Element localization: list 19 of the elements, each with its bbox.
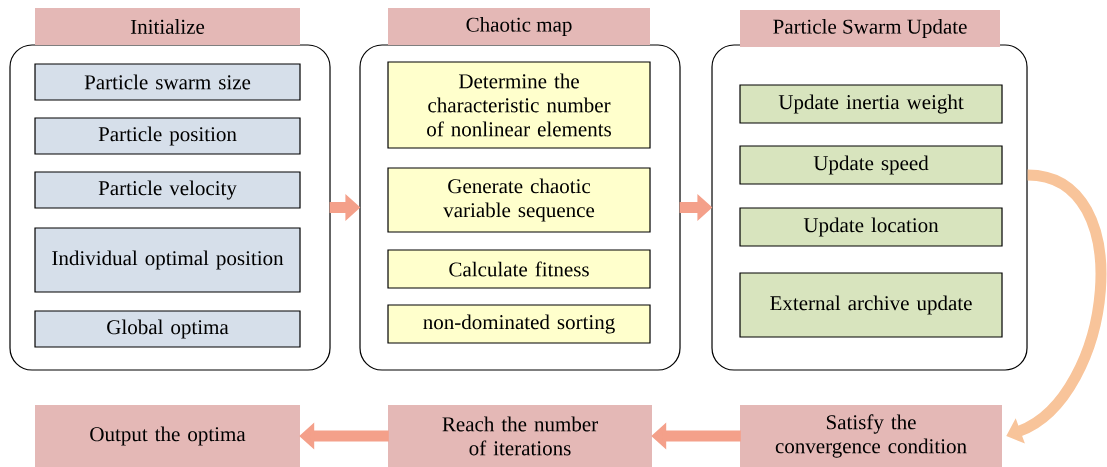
heading-band: Particle Swarm Update — [740, 10, 1000, 47]
update-box: Update inertia weight — [739, 84, 1003, 124]
update-box: Update speed — [739, 145, 1003, 185]
parameter-box: Particle position — [34, 117, 301, 155]
parameter-box: Particle swarm size — [34, 63, 301, 101]
process-box: Reach the number of iterations — [388, 405, 652, 467]
process-box: Satisfy the convergence condition — [740, 405, 1002, 467]
heading-band: Chaotic map — [388, 8, 650, 45]
step-box: Calculate fitness — [387, 249, 651, 289]
step-box: non-dominated sorting — [387, 304, 651, 344]
parameter-box: Individual optimal position — [34, 227, 301, 293]
step-box: Determine the characteristic number of nonlinear elements — [387, 61, 651, 149]
update-box: External archive update — [739, 272, 1003, 338]
update-box: Update location — [739, 207, 1003, 247]
parameter-box: Global optima — [34, 310, 301, 348]
step-box: Generate chaotic variable sequence — [387, 167, 651, 233]
heading-band: Initialize — [35, 8, 300, 45]
process-box: Output the optima — [35, 405, 300, 467]
parameter-box: Particle velocity — [34, 171, 301, 209]
